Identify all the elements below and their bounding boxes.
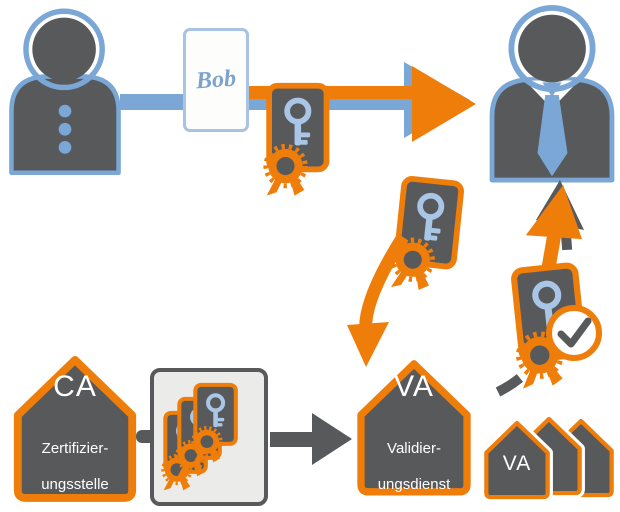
va-subtitle-line1: Validier-: [387, 440, 441, 457]
va-cluster-houses: VA: [480, 404, 620, 508]
certificate-store-box: [150, 368, 268, 506]
bob-id-card: Bob: [183, 28, 249, 132]
va-title: VA: [394, 370, 434, 403]
certificate-icon: [256, 80, 338, 198]
receiver-person-icon: [489, 5, 615, 183]
va-subtitle-line2: ungsdienst: [377, 476, 451, 493]
ca-to-va-arrow: [270, 413, 352, 465]
sender-person-icon: [9, 8, 121, 176]
ca-subtitle-line2: ungsstelle: [41, 476, 109, 493]
ca-title: CA: [53, 370, 97, 403]
va-cluster-label: VA: [502, 452, 532, 475]
stored-certificate-icon: [193, 385, 236, 463]
bob-card-label: Bob: [195, 65, 237, 94]
cert-to-va-arrow: [347, 233, 409, 367]
ca-house: CA Zertifizier- ungsstelle: [6, 348, 144, 506]
button-dots-icon: [58, 104, 72, 154]
ca-subtitle-line1: Zertifizier-: [41, 440, 109, 457]
va-house: VA Validier- ungsdienst: [350, 346, 478, 506]
check-icon: [546, 305, 602, 361]
